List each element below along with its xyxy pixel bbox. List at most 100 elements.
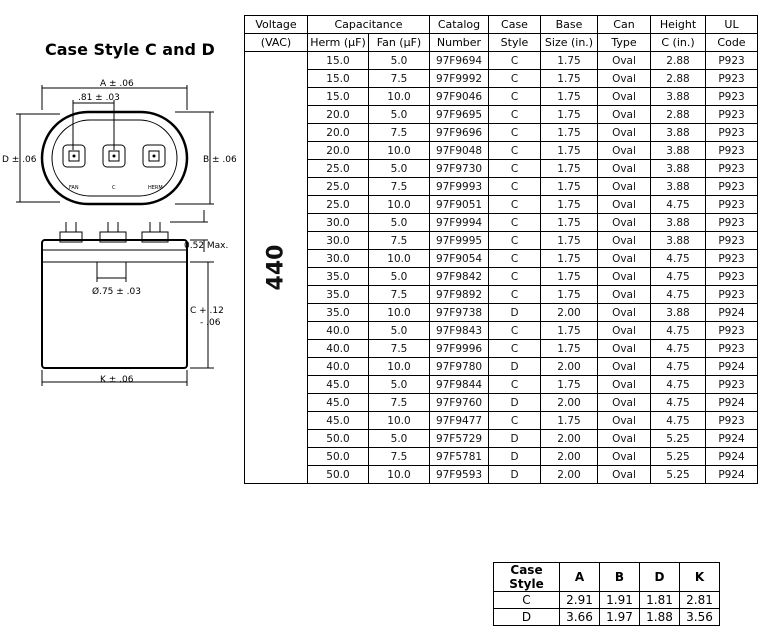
table-cell: 1.75 bbox=[540, 177, 598, 196]
table-cell: P923 bbox=[705, 321, 758, 340]
case-table-header: Case Style bbox=[493, 562, 560, 592]
table-cell: P923 bbox=[705, 213, 758, 232]
table-cell: Oval bbox=[597, 159, 651, 178]
table-cell: 97F5729 bbox=[429, 429, 489, 448]
table-cell: 1.75 bbox=[540, 339, 598, 358]
table-cell: 3.88 bbox=[650, 123, 706, 142]
table-cell: 45.0 bbox=[307, 411, 369, 430]
dim-c-lower-label: - .06 bbox=[200, 318, 221, 328]
table-cell: 40.0 bbox=[307, 357, 369, 376]
table-cell: 1.75 bbox=[540, 141, 598, 160]
table-cell: Oval bbox=[597, 429, 651, 448]
table-cell: D bbox=[488, 393, 541, 412]
voltage-cell: 440 bbox=[244, 51, 308, 484]
table-cell: Oval bbox=[597, 447, 651, 466]
case-table-cell: 2.91 bbox=[559, 591, 600, 609]
table-cell: Oval bbox=[597, 465, 651, 484]
table-cell: 50.0 bbox=[307, 465, 369, 484]
table-cell: 5.0 bbox=[368, 105, 430, 124]
header-case: Case bbox=[488, 15, 541, 34]
table-cell: 97F9694 bbox=[429, 51, 489, 70]
table-cell: C bbox=[488, 213, 541, 232]
table-cell: Oval bbox=[597, 123, 651, 142]
header-size: Size (in.) bbox=[540, 33, 598, 52]
table-cell: 30.0 bbox=[307, 213, 369, 232]
table-cell: P924 bbox=[705, 465, 758, 484]
table-cell: Oval bbox=[597, 177, 651, 196]
table-cell: 4.75 bbox=[650, 267, 706, 286]
table-cell: Oval bbox=[597, 105, 651, 124]
table-cell: Oval bbox=[597, 303, 651, 322]
table-cell: P923 bbox=[705, 249, 758, 268]
table-cell: 10.0 bbox=[368, 195, 430, 214]
table-cell: 97F9051 bbox=[429, 195, 489, 214]
table-cell: 4.75 bbox=[650, 411, 706, 430]
table-cell: 45.0 bbox=[307, 393, 369, 412]
table-cell: C bbox=[488, 285, 541, 304]
table-cell: 2.00 bbox=[540, 357, 598, 376]
table-cell: 97F9780 bbox=[429, 357, 489, 376]
table-cell: 20.0 bbox=[307, 141, 369, 160]
table-cell: 50.0 bbox=[307, 429, 369, 448]
table-cell: 4.75 bbox=[650, 375, 706, 394]
table-cell: Oval bbox=[597, 231, 651, 250]
table-cell: 97F9994 bbox=[429, 213, 489, 232]
table-cell: C bbox=[488, 339, 541, 358]
header-height: Height bbox=[650, 15, 706, 34]
table-cell: 15.0 bbox=[307, 51, 369, 70]
case-table-cell: 1.88 bbox=[639, 608, 680, 626]
table-cell: 97F9992 bbox=[429, 69, 489, 88]
table-cell: 97F9738 bbox=[429, 303, 489, 322]
header-base: Base bbox=[540, 15, 598, 34]
table-cell: Oval bbox=[597, 357, 651, 376]
table-cell: 7.5 bbox=[368, 69, 430, 88]
table-cell: P923 bbox=[705, 87, 758, 106]
dim-a-label: A ± .06 bbox=[100, 79, 134, 89]
table-cell: 35.0 bbox=[307, 303, 369, 322]
table-cell: 5.0 bbox=[368, 159, 430, 178]
table-cell: 35.0 bbox=[307, 267, 369, 286]
table-cell: 10.0 bbox=[368, 357, 430, 376]
table-cell: Oval bbox=[597, 249, 651, 268]
table-cell: P923 bbox=[705, 267, 758, 286]
table-cell: 30.0 bbox=[307, 249, 369, 268]
table-cell: C bbox=[488, 105, 541, 124]
table-cell: C bbox=[488, 249, 541, 268]
table-cell: 5.0 bbox=[368, 321, 430, 340]
header-fan: Fan (μF) bbox=[368, 33, 430, 52]
table-cell: Oval bbox=[597, 339, 651, 358]
table-cell: Oval bbox=[597, 375, 651, 394]
table-cell: 3.88 bbox=[650, 87, 706, 106]
table-cell: P924 bbox=[705, 429, 758, 448]
case-table-cell: C bbox=[493, 591, 560, 609]
case-table-cell: D bbox=[493, 608, 560, 626]
table-cell: P924 bbox=[705, 393, 758, 412]
table-cell: 3.88 bbox=[650, 213, 706, 232]
table-cell: 10.0 bbox=[368, 141, 430, 160]
table-cell: 97F9892 bbox=[429, 285, 489, 304]
table-cell: 3.88 bbox=[650, 303, 706, 322]
table-cell: 97F9048 bbox=[429, 141, 489, 160]
table-cell: P924 bbox=[705, 447, 758, 466]
case-table-cell: 3.56 bbox=[679, 608, 720, 626]
header-ul: UL bbox=[705, 15, 758, 34]
table-cell: P923 bbox=[705, 123, 758, 142]
table-cell: 10.0 bbox=[368, 411, 430, 430]
table-cell: 25.0 bbox=[307, 195, 369, 214]
table-cell: 97F9995 bbox=[429, 231, 489, 250]
table-cell: D bbox=[488, 429, 541, 448]
table-cell: 2.88 bbox=[650, 51, 706, 70]
table-cell: 5.0 bbox=[368, 267, 430, 286]
table-cell: 45.0 bbox=[307, 375, 369, 394]
